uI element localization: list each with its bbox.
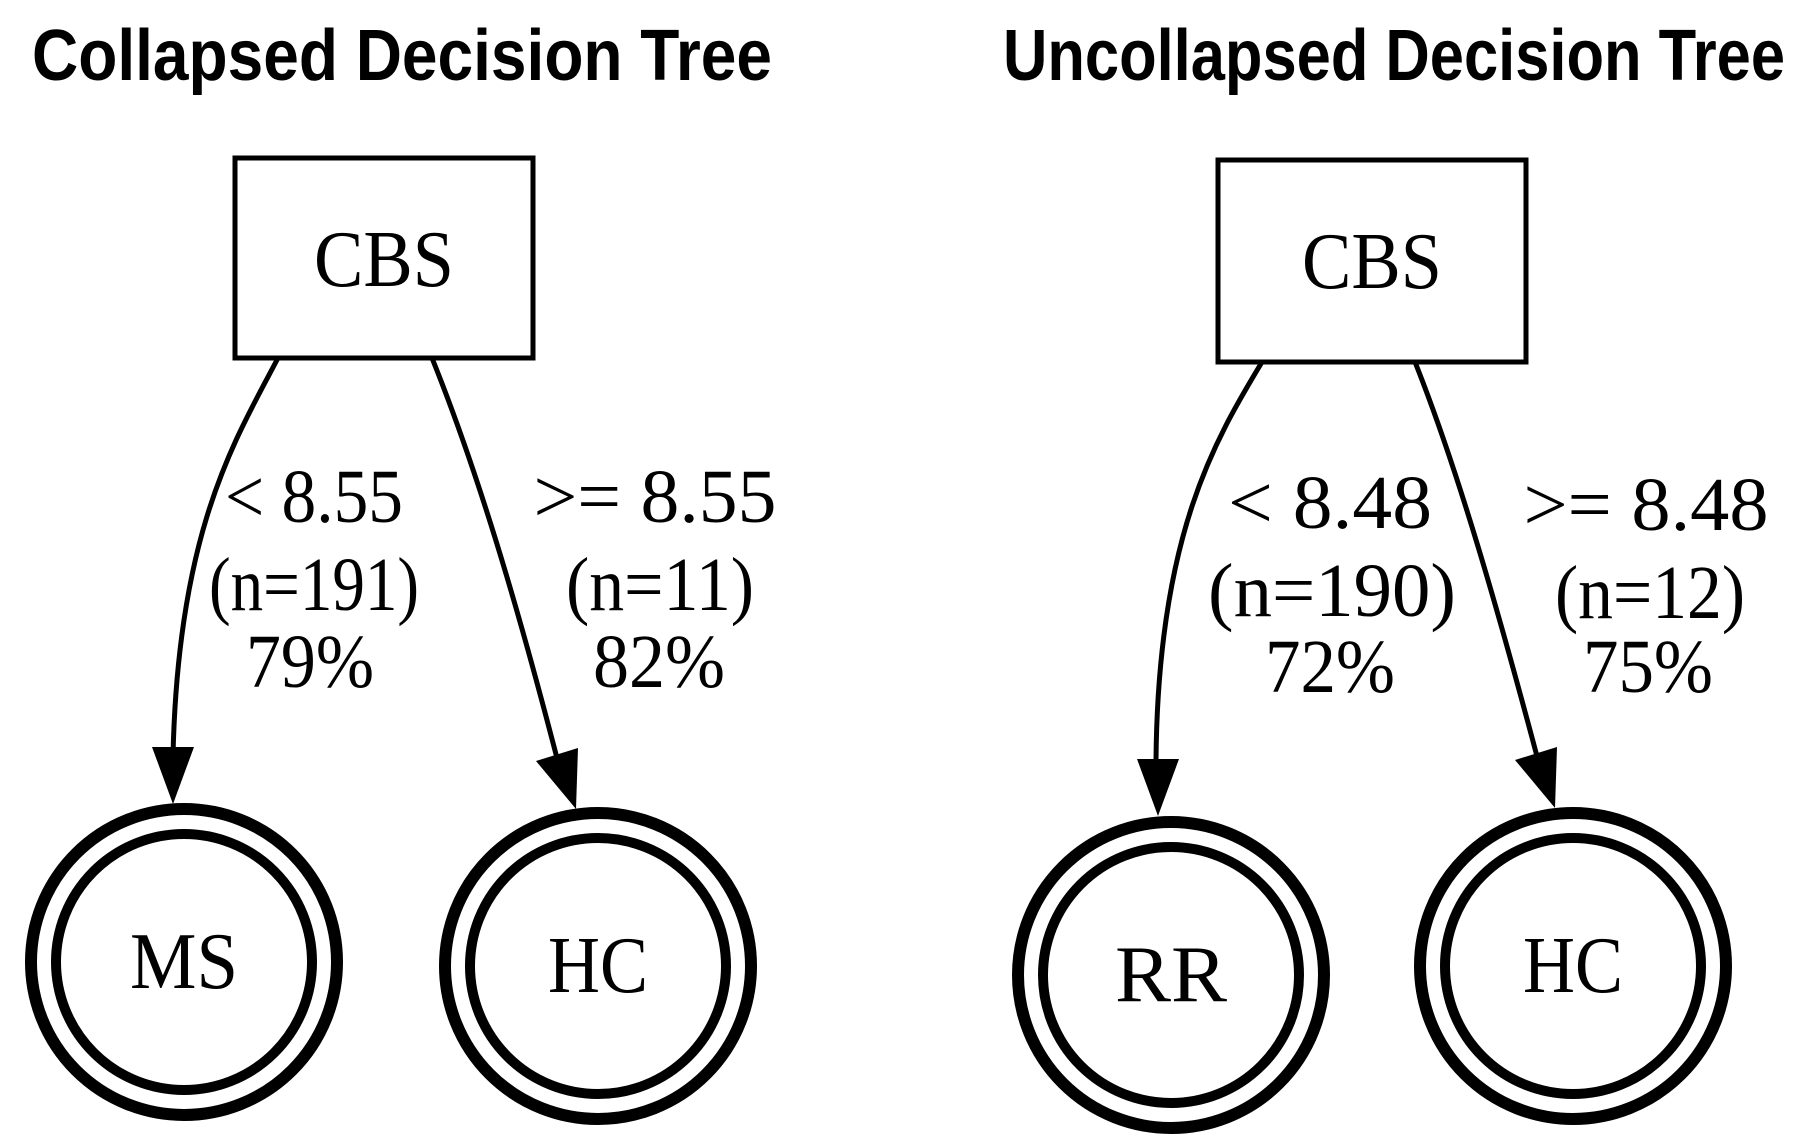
- tree-uncollapsed-leaf-rr-inner-circle: [1038, 842, 1304, 1108]
- tree-collapsed-left-edge-label: < 8.55 (n=191) 79%: [209, 455, 419, 704]
- tree-collapsed-title: Collapsed Decision Tree: [32, 16, 772, 96]
- tree-collapsed-root-label: CBS: [314, 216, 454, 304]
- tree-uncollapsed-left-edge-label: < 8.48 (n=190) 72%: [1208, 461, 1456, 709]
- tree-collapsed-leaf-ms-inner-circle: [51, 829, 317, 1095]
- tree-collapsed-left-edge: [170, 356, 281, 757]
- tree-uncollapsed-right-percent: 75%: [1583, 625, 1713, 709]
- tree-uncollapsed-leaf-rr-outer-circle: [1012, 816, 1330, 1134]
- tree-collapsed-right-edge-label: >= 8.55 (n=11) 82%: [534, 455, 777, 704]
- tree-collapsed-leaf-ms-outer-circle: [25, 803, 343, 1121]
- tree-uncollapsed-left-percent: 72%: [1265, 625, 1395, 709]
- tree-collapsed-right-edge: [429, 357, 561, 763]
- tree-collapsed: Collapsed Decision Tree CBS < 8.55 (n=19…: [25, 16, 777, 1125]
- tree-uncollapsed-root-box: [1215, 157, 1529, 365]
- tree-collapsed-left-arrowhead-icon: [152, 747, 194, 804]
- tree-collapsed-right-condition: >= 8.55: [534, 455, 777, 539]
- tree-uncollapsed-root-label: CBS: [1302, 218, 1442, 306]
- tree-collapsed-root-box: [232, 155, 536, 361]
- tree-collapsed-left-count: (n=191): [209, 543, 419, 627]
- tree-uncollapsed-right-condition: >= 8.48: [1524, 463, 1769, 547]
- tree-collapsed-leaf-hc-inner-circle: [465, 833, 731, 1099]
- tree-collapsed-leaf-hc: HC: [439, 807, 757, 1125]
- tree-collapsed-leaf-ms-label: MS: [130, 918, 238, 1006]
- tree-uncollapsed-leaf-hc-outer-circle: [1414, 807, 1732, 1125]
- tree-uncollapsed-title: Uncollapsed Decision Tree: [1003, 16, 1785, 96]
- tree-uncollapsed: Uncollapsed Decision Tree CBS < 8.48 (n=…: [1003, 16, 1785, 1134]
- tree-collapsed-leaf-hc-label: HC: [548, 922, 648, 1010]
- tree-uncollapsed-leaf-rr: RR: [1012, 816, 1330, 1134]
- tree-collapsed-right-arrowhead-icon: [536, 748, 578, 809]
- tree-collapsed-right-count: (n=11): [566, 543, 754, 627]
- tree-collapsed-leaf-hc-outer-circle: [439, 807, 757, 1125]
- tree-uncollapsed-leaf-hc-inner-circle: [1440, 833, 1706, 1099]
- tree-uncollapsed-leaf-hc: HC: [1414, 807, 1732, 1125]
- tree-uncollapsed-leaf-rr-label: RR: [1115, 931, 1228, 1019]
- tree-uncollapsed-left-edge: [1153, 360, 1265, 761]
- tree-uncollapsed-right-arrowhead-icon: [1515, 747, 1557, 808]
- tree-uncollapsed-right-count: (n=12): [1555, 551, 1745, 635]
- tree-uncollapsed-right-edge-label: >= 8.48 (n=12) 75%: [1524, 463, 1769, 709]
- tree-uncollapsed-left-condition: < 8.48: [1228, 461, 1432, 545]
- tree-uncollapsed-left-arrowhead-icon: [1137, 759, 1179, 816]
- tree-uncollapsed-leaf-hc-label: HC: [1523, 922, 1623, 1010]
- tree-collapsed-leaf-ms: MS: [25, 803, 343, 1121]
- tree-collapsed-left-percent: 79%: [246, 620, 374, 704]
- tree-collapsed-right-percent: 82%: [593, 620, 725, 704]
- tree-uncollapsed-left-count: (n=190): [1208, 549, 1456, 633]
- tree-collapsed-left-condition: < 8.55: [225, 455, 403, 539]
- tree-uncollapsed-right-edge: [1412, 361, 1541, 761]
